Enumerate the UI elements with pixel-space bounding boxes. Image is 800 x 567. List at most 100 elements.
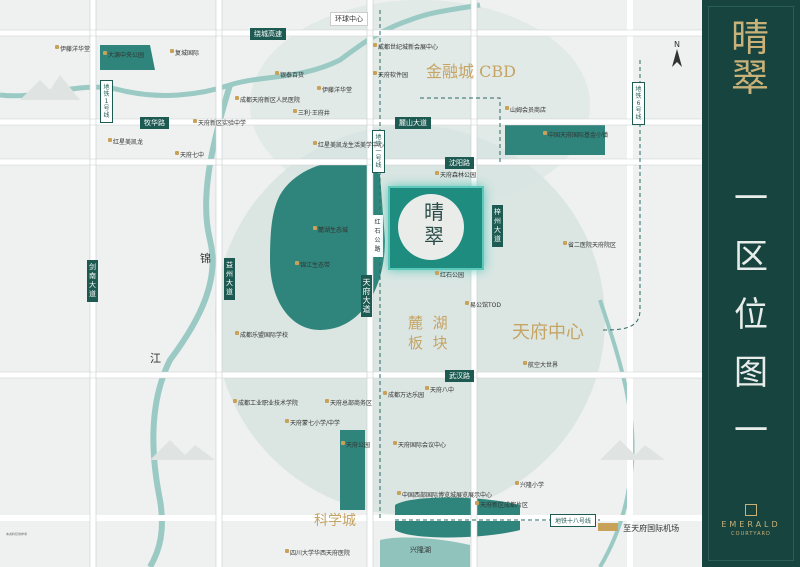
- poi-label[interactable]: 中国天府国际基金小镇: [548, 132, 609, 139]
- zone-tianfu-center-label: 天府中心: [512, 322, 584, 343]
- xinglong-lake-area: [380, 537, 470, 567]
- poi-marker-icon: [373, 43, 377, 47]
- poi-label[interactable]: 天府新区成都片区: [480, 502, 529, 509]
- poi-label[interactable]: 锦江生态带: [300, 262, 331, 269]
- poi-label[interactable]: 成都世纪城新会展中心: [378, 44, 439, 51]
- poi-label[interactable]: 伊藤洋华堂: [60, 46, 91, 53]
- panel-frame: [708, 6, 794, 561]
- zone-lake-label: 麓 湖 板 块: [408, 314, 448, 352]
- jinjiang-river: [147, 84, 233, 567]
- poi-marker-icon: [193, 119, 197, 123]
- poi-label[interactable]: 伊藤洋华堂: [322, 87, 353, 94]
- poi-label[interactable]: 天府森林公园: [440, 172, 477, 179]
- airport-label: 至天府国际机场: [623, 524, 680, 533]
- poi-label[interactable]: 复城国际: [175, 50, 200, 57]
- map-base: [0, 0, 702, 567]
- poi-marker-icon: [393, 441, 397, 445]
- poi-label[interactable]: 成都万达乐园: [388, 392, 425, 399]
- title-panel: 晴翠 一 区 位 图 一 EMERALD COURTYARD: [702, 0, 800, 567]
- zone-cbd-label: 金融城 CBD: [426, 62, 516, 81]
- brand-block: EMERALD COURTYARD: [702, 504, 800, 537]
- mountain-decoration: [150, 440, 215, 460]
- metro-label-1: 地铁1号线: [100, 80, 113, 123]
- poi-marker-icon: [397, 491, 401, 495]
- luhu-green-area: [270, 161, 385, 330]
- compass: N: [670, 40, 684, 68]
- panel-title: 一 区 位 图 一: [702, 170, 800, 460]
- poi-label[interactable]: 红石公园: [440, 272, 465, 279]
- poi-marker-icon: [313, 141, 317, 145]
- poi-marker-icon: [505, 106, 509, 110]
- poi-marker-icon: [285, 549, 289, 553]
- poi-label[interactable]: 天府七中: [180, 152, 205, 159]
- poi-marker-icon: [373, 71, 377, 75]
- poi-marker-icon: [295, 261, 299, 265]
- poi-marker-icon: [435, 271, 439, 275]
- poi-label[interactable]: 成都乐盟国际学校: [240, 332, 289, 339]
- poi-label[interactable]: 易公馆TOD: [470, 302, 502, 309]
- project-disc: [398, 194, 464, 260]
- brand-name: EMERALD: [721, 520, 781, 529]
- compass-north-label: N: [674, 40, 680, 49]
- poi-marker-icon: [325, 399, 329, 403]
- poi-marker-icon: [383, 391, 387, 395]
- poi-marker-icon: [55, 45, 59, 49]
- metro-label-6: 地铁6号线: [632, 82, 645, 125]
- poi-label[interactable]: 山姆会员商店: [510, 107, 547, 114]
- poi-label[interactable]: 天府国际会议中心: [398, 442, 447, 449]
- poi-label[interactable]: 天府公园: [346, 442, 371, 449]
- road-label-shenyang: 沈阳路: [445, 157, 474, 169]
- mountain-decoration: [600, 440, 665, 460]
- poi-marker-icon: [235, 96, 239, 100]
- poi-label[interactable]: 天府总部商务区: [330, 400, 373, 407]
- poi-marker-icon: [108, 138, 112, 142]
- poi-label[interactable]: 四川大学华西天府医院: [290, 550, 351, 557]
- project-marker[interactable]: 晴翠: [388, 186, 484, 270]
- panel-title-char: 图: [734, 353, 768, 393]
- poi-label[interactable]: 三利·王府井: [298, 110, 330, 117]
- metro-label-center: 地铁一号线: [372, 130, 385, 173]
- poi-label[interactable]: 航空大世界: [528, 362, 559, 369]
- poi-label[interactable]: 大源中央公园: [108, 52, 145, 59]
- poi-marker-icon: [285, 419, 289, 423]
- poi-label[interactable]: 省二医院天府院区: [568, 242, 617, 249]
- road-label-muhua: 牧华路: [140, 117, 169, 129]
- dayuan-park-area: [100, 45, 155, 70]
- map-area[interactable]: N 金融城 CBD 天府中心 科学城 麓 湖 板 块 锦 江 兴隆湖 绕城高速 …: [0, 0, 702, 567]
- poi-label[interactable]: 银泰百货: [280, 72, 305, 79]
- disclaimer-note: 本资料仅供参考: [6, 532, 28, 536]
- poi-label[interactable]: 兴隆小学: [520, 482, 545, 489]
- metro-label-18: 地铁十八号线: [550, 514, 597, 527]
- poi-label[interactable]: 天府八中: [430, 387, 455, 394]
- poi-label[interactable]: 麓湖生态城: [318, 227, 349, 234]
- poi-label[interactable]: 红星美凯龙: [113, 139, 144, 146]
- tianfu-park-area: [340, 430, 365, 510]
- poi-label[interactable]: 成都工业职业技术学院: [238, 400, 299, 407]
- poi-marker-icon: [523, 361, 527, 365]
- poi-marker-icon: [475, 501, 479, 505]
- compass-arrow-icon: [672, 49, 682, 67]
- poi-marker-icon: [341, 441, 345, 445]
- poi-marker-icon: [313, 226, 317, 230]
- poi-marker-icon: [425, 386, 429, 390]
- poi-label[interactable]: 天府软件园: [378, 72, 409, 79]
- road-label-raocheng: 绕城高速: [250, 28, 286, 40]
- road-label-tianfu-ave: 天府大道: [361, 275, 372, 317]
- poi-marker-icon: [563, 241, 567, 245]
- project-marker-text: 晴翠: [424, 200, 444, 248]
- poi-marker-icon: [317, 86, 321, 90]
- road-label-yizhou-ave: 益州大道: [224, 258, 235, 300]
- xinglong-lake-label: 兴隆湖: [410, 546, 431, 554]
- poi-label[interactable]: 天府蒙七小学/中学: [290, 420, 341, 427]
- poi-label[interactable]: 中国西部国际博览城展览展示中心: [402, 492, 493, 499]
- poi-label[interactable]: 天府新区实验中学: [198, 120, 247, 127]
- road-label-jiannan-ave: 剑南大道: [87, 260, 98, 302]
- fund-town-area: [505, 125, 605, 155]
- poi-label[interactable]: 成都天府新区人民医院: [240, 97, 301, 104]
- poi-label[interactable]: 红星美凯龙生活美学中心: [318, 142, 385, 149]
- poi-marker-icon: [515, 481, 519, 485]
- panel-title-char: 位: [734, 295, 768, 335]
- poi-marker-icon: [175, 151, 179, 155]
- panel-title-char: 区: [734, 237, 768, 277]
- poi-marker-icon: [293, 109, 297, 113]
